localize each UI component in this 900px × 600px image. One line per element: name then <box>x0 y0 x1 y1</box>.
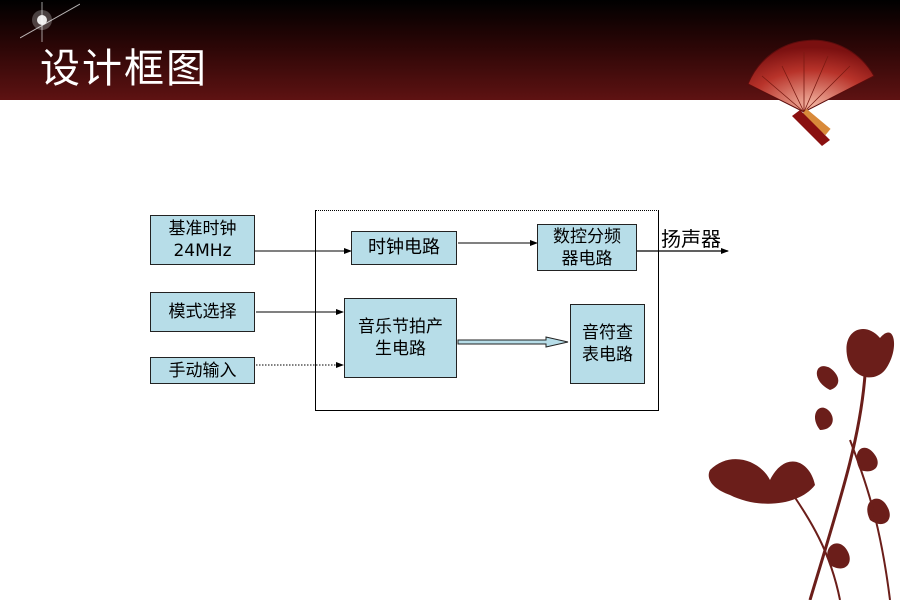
sparkle-icon <box>20 2 80 42</box>
block-note-lookup-line2: 表电路 <box>582 345 633 365</box>
block-beat-generator: 音乐节拍产生电路 <box>344 298 457 378</box>
block-manual-input-label: 手动输入 <box>168 360 237 381</box>
block-clock-circuit-label: 时钟电路 <box>368 237 440 258</box>
arrow-beat-to-note <box>457 336 569 348</box>
speaker-label: 扬声器 <box>661 227 721 251</box>
block-clock-circuit: 时钟电路 <box>351 231 457 265</box>
fan-icon <box>747 39 875 146</box>
slide-title: 设计框图 <box>40 46 208 92</box>
block-clock-source-line2: 24MHz <box>173 241 232 261</box>
block-clock-source-line1: 基准时钟 <box>168 219 237 239</box>
block-freq-divider-line1: 数控分频 <box>553 226 621 247</box>
block-manual-input: 手动输入 <box>150 357 255 384</box>
block-mode-select-label: 模式选择 <box>168 302 237 322</box>
system-frame <box>315 210 659 411</box>
block-freq-divider: 数控分频器电路 <box>537 224 637 271</box>
block-note-lookup: 音符查表电路 <box>570 304 645 384</box>
block-beat-generator-line2: 生电路 <box>375 339 426 359</box>
block-mode-select: 模式选择 <box>150 292 255 332</box>
block-note-lookup-line1: 音符查 <box>582 323 633 343</box>
block-beat-generator-line1: 音乐节拍产 <box>358 317 443 337</box>
flower-decoration-icon <box>708 329 895 600</box>
block-freq-divider-line2: 器电路 <box>561 248 613 269</box>
